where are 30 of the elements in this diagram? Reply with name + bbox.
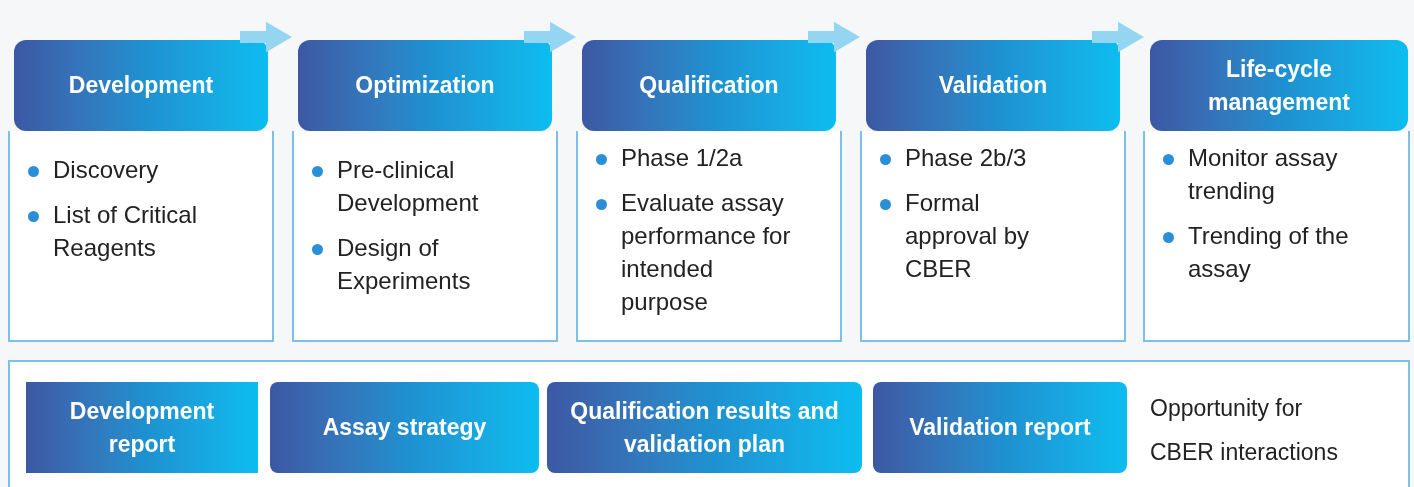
- panel-background: [8, 360, 1410, 487]
- arrow: [240, 21, 292, 53]
- stage-header: Development: [14, 40, 268, 131]
- list-item-text: Trending of the assay: [1188, 221, 1350, 284]
- stage-card: [860, 131, 1126, 342]
- list-item-text: Phase 1/2a: [621, 143, 743, 173]
- list-item-text: Monitor assay trending: [1188, 143, 1339, 206]
- arrow: [808, 21, 860, 53]
- stage-card: [576, 131, 842, 342]
- list-item-text: Pre-clinical Development: [337, 155, 480, 218]
- output-box: Qualification results and validation plan: [547, 382, 862, 473]
- output-box: Development report: [26, 382, 258, 473]
- list-item-text: Evaluate assay performance for intended purpose: [621, 188, 792, 317]
- list-item-text: Design of Experiments: [337, 233, 472, 296]
- stage-card: [292, 131, 558, 342]
- list-item-text: Discovery: [53, 155, 159, 185]
- stage-header: Validation: [866, 40, 1120, 131]
- output-box: Assay strategy: [270, 382, 539, 473]
- stage-header: Life-cycle management: [1150, 40, 1408, 131]
- stage-card: [8, 131, 274, 342]
- list-item-text: Formal approval by CBER: [905, 188, 1031, 284]
- stage-header: Qualification: [582, 40, 836, 131]
- stage-card: [1143, 131, 1410, 342]
- output-box: Validation report: [873, 382, 1127, 473]
- arrow: [524, 21, 576, 53]
- note-text: Opportunity for CBER interactions: [1150, 394, 1339, 467]
- list-item-text: List of Critical Reagents: [53, 200, 199, 263]
- list-item-text: Phase 2b/3: [905, 143, 1027, 173]
- arrow: [1092, 21, 1144, 53]
- stage-header: Optimization: [298, 40, 552, 131]
